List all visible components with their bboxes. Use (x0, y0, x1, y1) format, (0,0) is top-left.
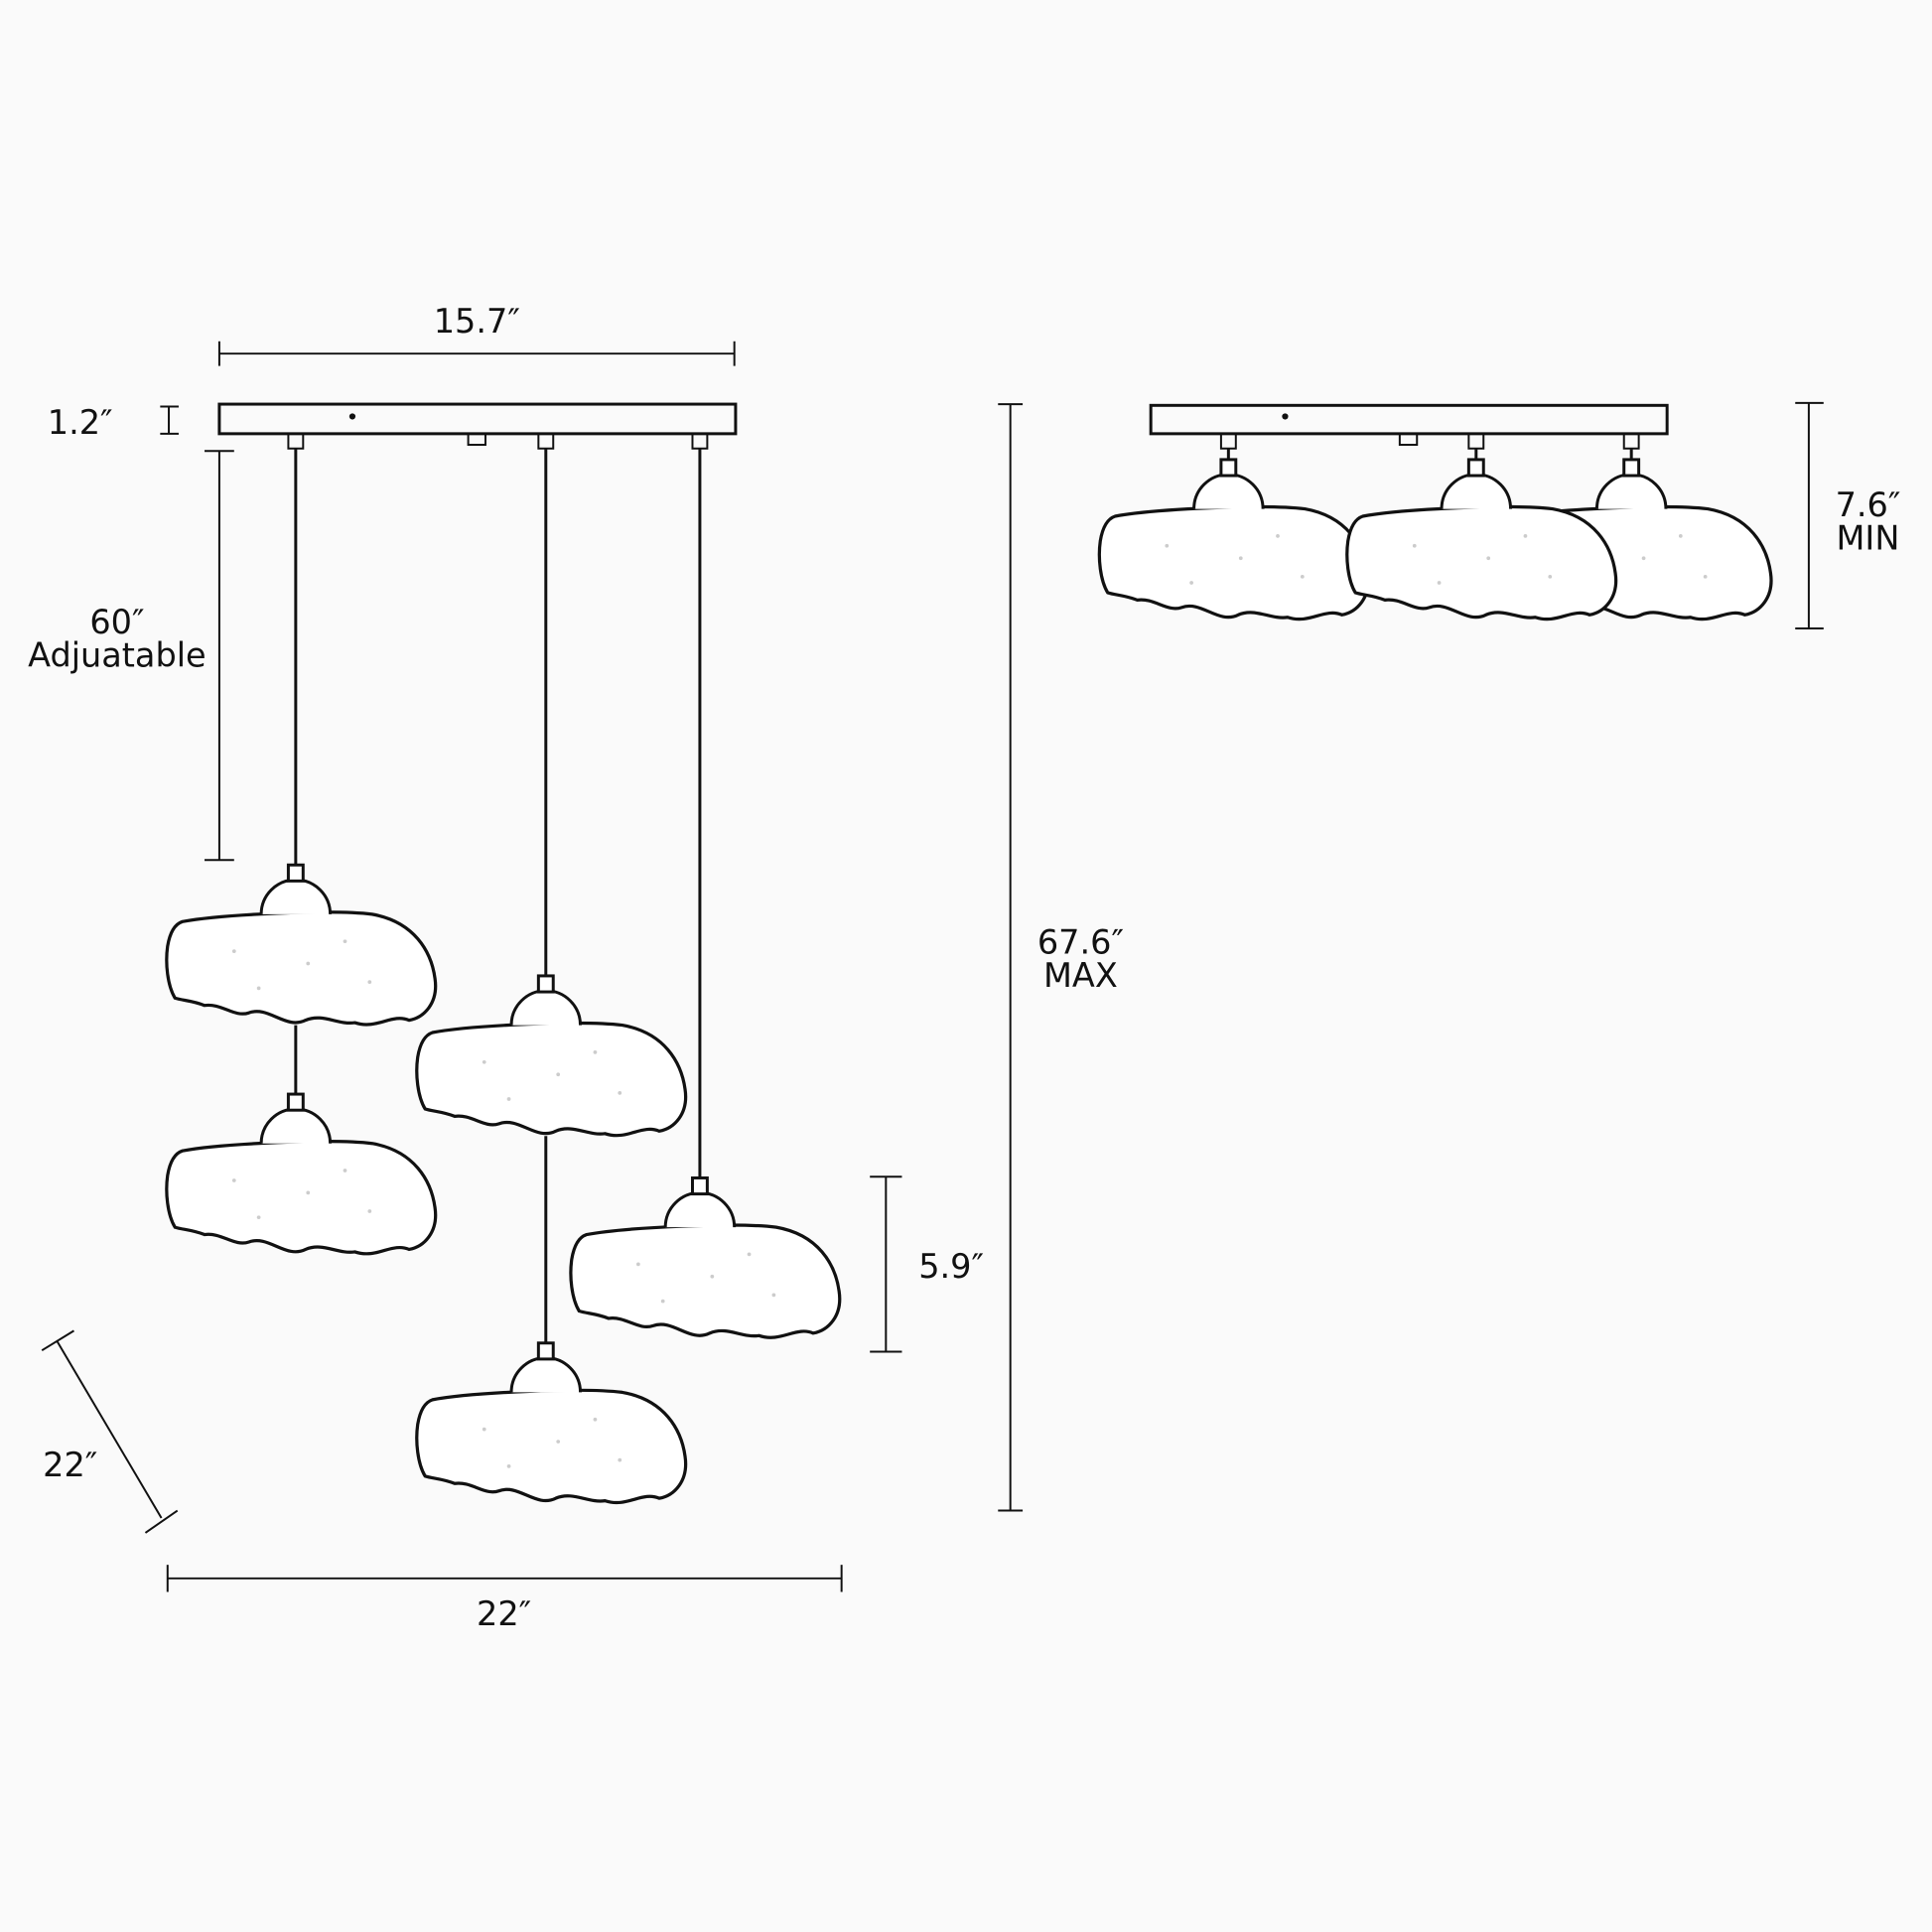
min-height-label: 7.6″ (1836, 485, 1901, 524)
pendant-shade-min (1345, 458, 1618, 621)
overall-width-label: 22″ (477, 1594, 531, 1633)
pendant-shade (415, 974, 688, 1138)
min-label: MIN (1837, 519, 1900, 558)
depth-label: 22″ (43, 1446, 97, 1484)
cord-note-label: Adjuatable (28, 635, 207, 674)
max-label: MAX (1043, 956, 1118, 995)
cord-length-label: 60″ (89, 603, 144, 641)
pendant-cords (294, 448, 702, 1346)
canopy-height-label: 1.2″ (48, 403, 113, 442)
canopy-front-view (217, 402, 738, 450)
canopy-width-label: 15.7″ (434, 302, 520, 341)
pendant-shade (165, 1092, 438, 1256)
pendant-shade-min (1097, 458, 1370, 621)
shade-height-label: 5.9″ (918, 1247, 984, 1286)
pendant-shade (569, 1175, 842, 1339)
pendant-shade (415, 1341, 688, 1505)
dimension-lines (41, 341, 1824, 1592)
pendant-shade (165, 863, 438, 1027)
canopy-min-view (1149, 403, 1669, 462)
max-height-label: 67.6″ (1037, 923, 1124, 962)
